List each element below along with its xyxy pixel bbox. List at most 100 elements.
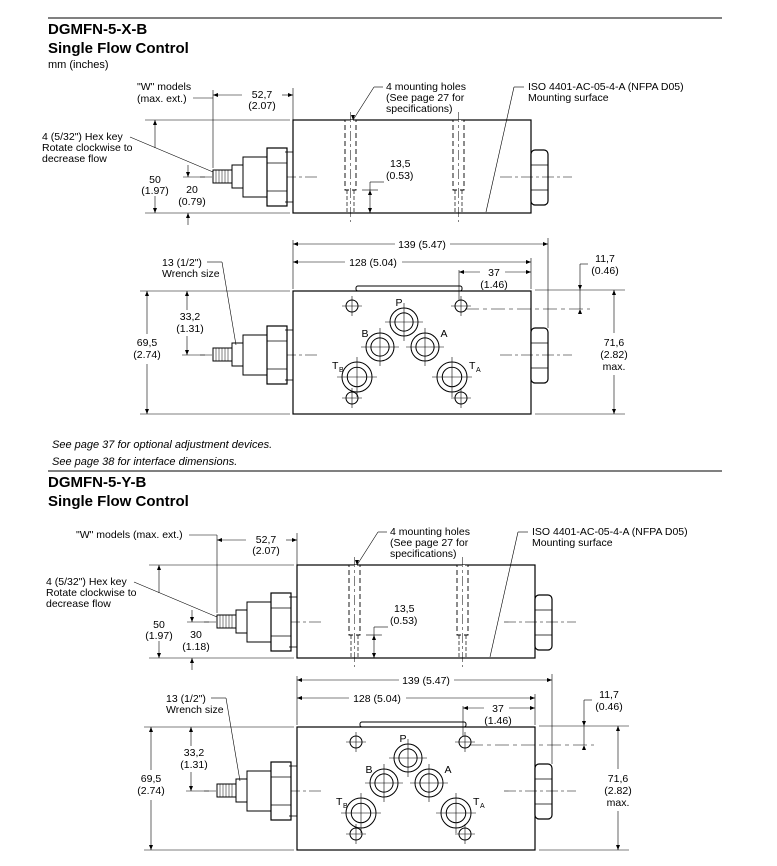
dimension-13-5-inch: (0.53) <box>390 615 417 627</box>
dimension-71-6-max: max. <box>607 797 630 809</box>
dimension-37: 37 <box>492 703 504 715</box>
dimension-37: 37 <box>488 267 500 279</box>
arrowhead <box>526 260 531 264</box>
adjuster-body <box>246 770 272 812</box>
flow-adjuster <box>204 592 324 652</box>
dimension-13-5: 13,5 <box>390 158 411 170</box>
mounting-bolt-hole <box>342 296 362 316</box>
lock-nut-small <box>235 778 248 803</box>
dimension-offset: 30 <box>190 629 202 641</box>
dimension-71-6: 71,6 <box>604 337 625 349</box>
arrowhead <box>463 706 468 710</box>
leader-line <box>489 531 519 658</box>
leader-line <box>225 697 241 782</box>
side-view: 52,7(2.07)"W" models (max. ext.)4 (5/32"… <box>46 526 688 670</box>
arrowhead <box>543 242 548 246</box>
side-view: 52,7(2.07)"W" models(max. ext.)4 (5/32")… <box>42 81 684 225</box>
arrowhead <box>372 635 376 640</box>
arrowhead <box>612 290 616 295</box>
iso-mounting-surface-label: ISO 4401-AC-05-4-A (NFPA D05) <box>528 81 684 93</box>
port-label-a: A <box>444 764 451 776</box>
hex-key-label: decrease flow <box>42 153 107 165</box>
section-title: Single Flow Control <box>48 493 189 510</box>
arrowhead <box>145 409 149 414</box>
model-number: DGMFN-5-X-B <box>48 21 147 38</box>
valve-body-side <box>292 119 532 214</box>
hex-nut <box>270 592 292 652</box>
arrowhead <box>293 260 298 264</box>
dimension-71-6-inch: (2.82) <box>604 785 631 797</box>
mounting-holes-label: specifications) <box>390 548 457 560</box>
units-label: mm (inches) <box>48 59 109 71</box>
dimension-50-inch: (1.97) <box>145 630 172 642</box>
flow-adjuster <box>204 761 324 821</box>
arrowhead <box>153 120 157 125</box>
port-label-tb-sub: B <box>339 367 344 374</box>
mounting-bolt-hole <box>346 824 366 844</box>
mounting-holes-label: 4 mounting holes <box>390 526 470 538</box>
end-hex-plug <box>500 327 572 384</box>
arrowhead <box>368 208 372 213</box>
dimension-13-5-inch: (0.53) <box>386 170 413 182</box>
adjuster-body <box>242 156 268 198</box>
iso-mounting-surface-label: Mounting surface <box>528 92 609 104</box>
arrowhead <box>149 727 153 732</box>
wrench-size-label: Wrench size <box>166 704 224 716</box>
arrowhead <box>189 727 193 732</box>
arrowhead <box>190 658 194 663</box>
arrowhead <box>153 208 157 213</box>
arrowhead <box>190 617 194 622</box>
arrowhead <box>186 213 190 218</box>
hex-plug <box>530 149 549 206</box>
dimension-139: 139 (5.47) <box>402 675 450 687</box>
arrowhead <box>157 565 161 570</box>
dimension-52-7: 52,7 <box>256 534 277 546</box>
leader-line <box>352 86 375 121</box>
leader-line <box>356 531 379 566</box>
arrowhead <box>149 845 153 850</box>
dimension-offset-inch: (0.79) <box>178 196 205 208</box>
flow-adjuster <box>200 147 320 207</box>
valve-body-side <box>296 564 536 659</box>
dimension-52-7-inch: (2.07) <box>252 545 279 557</box>
arrowhead <box>578 285 582 290</box>
hex-key-label: Rotate clockwise to <box>46 587 137 599</box>
port-label-tb: T <box>336 796 343 808</box>
arrowhead <box>292 538 297 542</box>
leader-line <box>133 581 218 618</box>
arrowhead <box>355 560 359 565</box>
dimension-52-7-inch: (2.07) <box>248 100 275 112</box>
lock-nut-small <box>231 342 244 367</box>
port-label-ta: T <box>469 360 476 372</box>
dimension-69-5-inch: (2.74) <box>137 785 164 797</box>
dimension-33-2: 33,2 <box>180 311 201 323</box>
dimension-128: 128 (5.04) <box>349 257 397 269</box>
dimension-50: 50 <box>149 174 161 186</box>
note-adjustment-devices: See page 37 for optional adjustment devi… <box>52 439 272 451</box>
dimension-50: 50 <box>153 619 165 631</box>
mounting-bolt-hole <box>455 824 475 844</box>
arrowhead <box>217 538 222 542</box>
adjuster-body <box>242 334 268 376</box>
leader-line <box>485 86 515 213</box>
wrench-size-label: 13 (1/2") <box>162 257 202 269</box>
dimension-128: 128 (5.04) <box>353 693 401 705</box>
w-models-label: "W" models (max. ext.) <box>76 529 183 541</box>
dimension-71-6: 71,6 <box>608 773 629 785</box>
arrowhead <box>612 409 616 414</box>
port-p <box>385 303 423 341</box>
dimension-11-7-inch: (0.46) <box>591 265 618 277</box>
arrowhead <box>582 721 586 726</box>
hex-nut <box>266 325 288 385</box>
dimension-50-inch: (1.97) <box>141 185 168 197</box>
arrowhead <box>578 309 582 314</box>
arrowhead <box>547 678 552 682</box>
port-a <box>406 328 444 366</box>
dimension-33-2-inch: (1.31) <box>180 759 207 771</box>
dimension-71-6-inch: (2.82) <box>600 349 627 361</box>
top-rib <box>359 721 467 728</box>
arrowhead <box>297 678 302 682</box>
hex-nut <box>266 147 288 207</box>
dimension-33-2-inch: (1.31) <box>176 323 203 335</box>
